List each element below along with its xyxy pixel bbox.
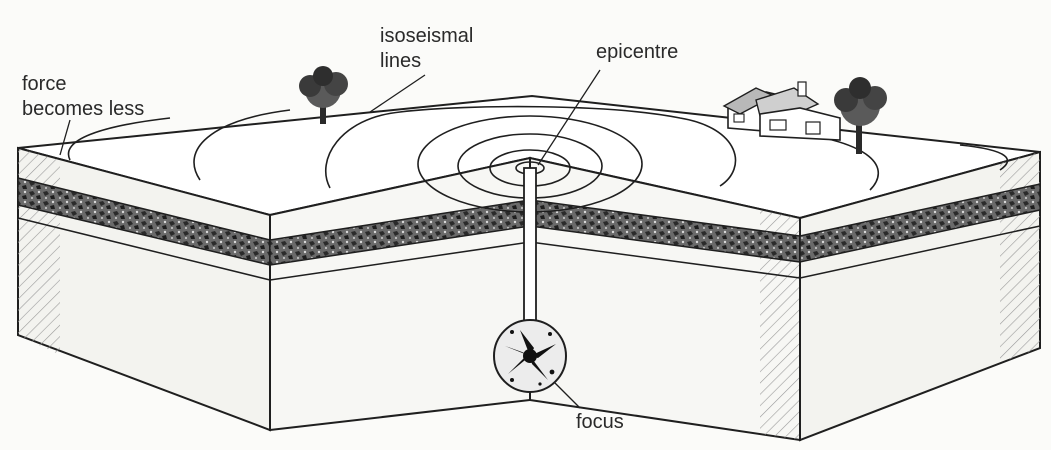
isoseismal-label-line1: isoseismal [380, 25, 473, 47]
force-label-line1: force [22, 73, 66, 95]
leader-isoseismal [370, 75, 425, 112]
isoseismal-label-line2: lines [380, 50, 421, 72]
focus-label: focus [576, 411, 624, 433]
epicentre-label: epicentre [596, 41, 678, 63]
right-block-shading [1000, 152, 1040, 363]
force-label-line2: becomes less [22, 98, 144, 120]
